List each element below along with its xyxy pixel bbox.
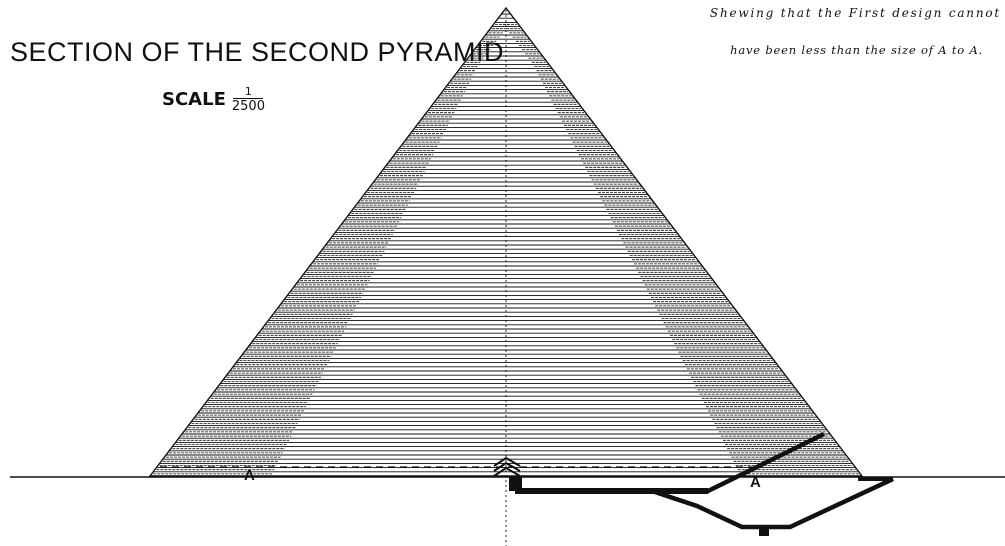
scale-fraction: 1 2500 [232,86,265,113]
scale-denominator: 2500 [231,99,265,114]
chamber-gable [493,456,521,477]
label-a-right: A [750,474,761,491]
upper-descending-passage [705,431,825,495]
note-line-2: have been less than the size of A to A. [730,43,983,57]
scale-numerator: 1 [244,85,252,98]
scale-label: SCALE 1 2500 [162,86,265,113]
burial-chamber [509,476,522,491]
masonry-courses [153,13,859,473]
diagram-title: SECTION OF THE SECOND PYRAMID [10,37,505,67]
lower-chamber [759,527,769,536]
lower-descending-passage [654,476,894,530]
label-a-left: A [244,467,255,484]
outer-casing-shading [153,24,859,475]
scale-word: SCALE [162,89,226,110]
fraction-bar [233,98,264,99]
note-line-1: Shewing that the First design cannot [709,6,1001,20]
